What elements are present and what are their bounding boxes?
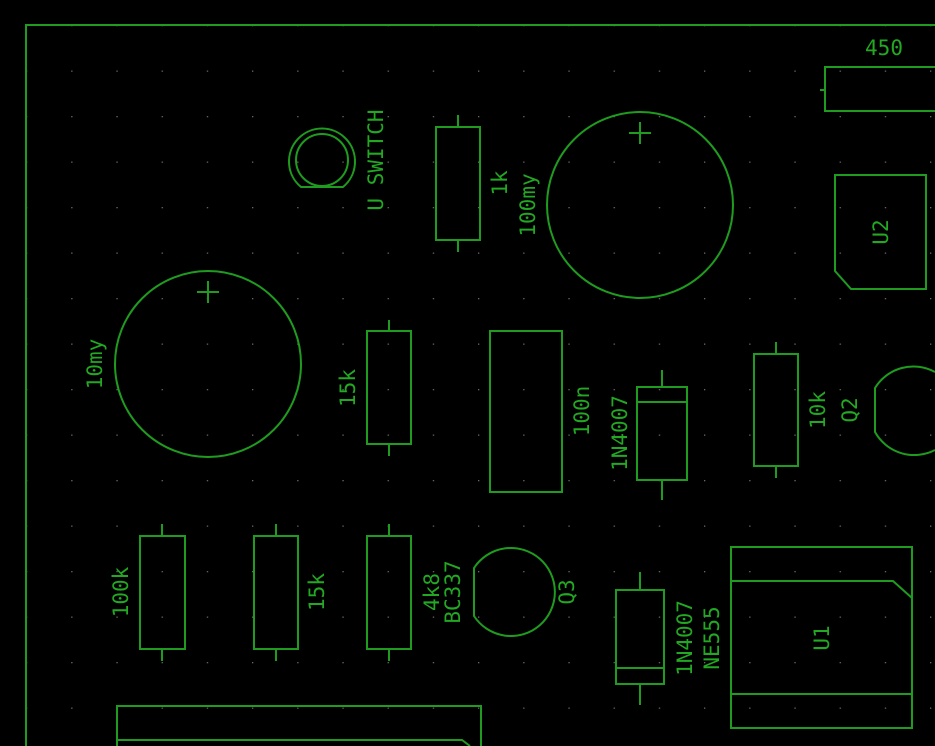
resistor-15k-b[interactable]: 15k xyxy=(253,524,329,661)
resistor-15k-a-value: 15k xyxy=(336,369,360,407)
capacitor-100n[interactable]: 100n xyxy=(489,330,594,493)
diode-2[interactable]: 1N4007 xyxy=(615,572,697,705)
bottom-footprint[interactable] xyxy=(116,705,482,746)
q3-value: BC337 xyxy=(441,560,465,623)
resistor-15k-a[interactable]: 15k xyxy=(336,320,412,456)
capacitor-10my-value: 10my xyxy=(83,339,107,390)
capacitor-100my-value: 100my xyxy=(516,173,540,236)
transistor-q3[interactable]: BC337 Q3 xyxy=(441,547,579,637)
resistor-15k-b-value: 15k xyxy=(305,573,329,611)
board-outline xyxy=(25,24,935,746)
u1-ref: U1 xyxy=(810,625,834,650)
part-450-value: 450 xyxy=(865,36,903,60)
plus-icon xyxy=(629,122,651,144)
u1-value: NE555 xyxy=(700,606,724,669)
switch-footprint[interactable]: U SWITCH xyxy=(288,109,388,211)
diode-1[interactable]: 1N4007 xyxy=(608,370,688,500)
diode-1-value: 1N4007 xyxy=(608,395,632,471)
u1-footprint[interactable]: NE555 U1 xyxy=(700,546,913,729)
capacitor-100n-value: 100n xyxy=(570,386,594,437)
diode-2-value: 1N4007 xyxy=(673,600,697,676)
resistor-1k[interactable]: 1k xyxy=(435,115,512,252)
q2-ref: Q2 xyxy=(838,397,862,422)
resistor-100k[interactable]: 100k xyxy=(109,524,186,661)
resistor-4k8[interactable]: 4k8 xyxy=(366,524,444,661)
switch-ref: U SWITCH xyxy=(364,109,388,210)
resistor-10k[interactable]: 10k xyxy=(753,342,830,478)
q3-ref: Q3 xyxy=(555,579,579,604)
resistor-100k-value: 100k xyxy=(109,566,133,617)
transistor-q2[interactable]: Q2 xyxy=(838,365,935,457)
resistor-10k-value: 10k xyxy=(806,391,830,429)
u2-ref: U2 xyxy=(869,219,893,244)
resistor-1k-value: 1k xyxy=(488,170,512,196)
capacitor-10my[interactable]: 10my xyxy=(83,270,302,458)
capacitor-100my[interactable]: 100my xyxy=(516,111,734,299)
plus-icon xyxy=(197,281,219,303)
resistor-4k8-value: 4k8 xyxy=(420,573,444,611)
part-450[interactable]: 450 xyxy=(820,36,935,112)
u2-footprint[interactable]: U2 xyxy=(834,174,927,290)
